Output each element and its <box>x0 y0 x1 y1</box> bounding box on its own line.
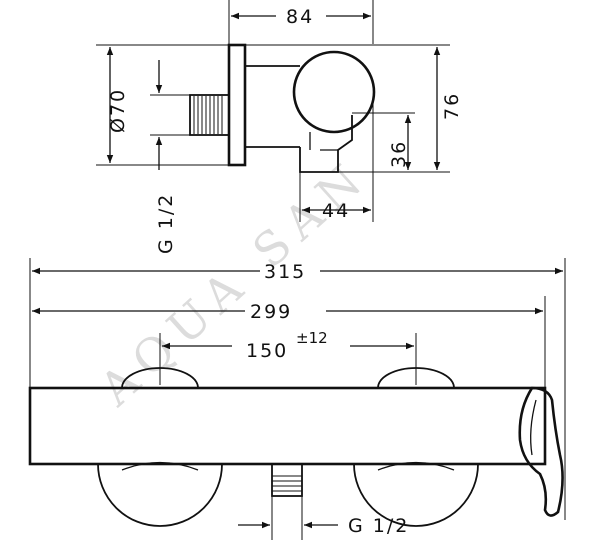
watermark-text: AQUA SAN <box>88 148 378 417</box>
dim-label-315: 315 <box>264 261 306 283</box>
lever-handle <box>518 386 564 517</box>
dim-label-tolerance: ±12 <box>296 329 328 347</box>
lever-handle-highlight <box>530 399 537 456</box>
thread-lines <box>193 96 223 134</box>
thread-label-side: G 1/2 <box>155 193 177 254</box>
front-view: 315 299 150 ±12 <box>28 258 566 540</box>
dim-label-150: 150 <box>246 340 288 362</box>
outlet-nipple <box>271 463 303 497</box>
dim-label-76: 76 <box>441 92 463 120</box>
mixer-body <box>28 386 547 466</box>
rosette-right-inner <box>377 461 455 471</box>
rosette-left-top <box>121 367 199 389</box>
dim-label-36: 36 <box>388 140 410 168</box>
lower-body <box>299 115 353 173</box>
side-view: 84 Ø70 G 1/2 <box>96 0 463 254</box>
rosette-left-inner <box>121 461 199 471</box>
rosette-right-top <box>377 367 455 389</box>
dim-label-44: 44 <box>322 200 350 222</box>
dim-label-diameter: Ø70 <box>107 88 129 133</box>
handle-circle <box>292 50 376 134</box>
thread-label-front: G 1/2 <box>348 515 409 537</box>
lower-body-detail <box>309 132 338 151</box>
dim-label-84: 84 <box>286 6 314 28</box>
outlet-thread-lines <box>272 475 302 492</box>
rosette-left <box>97 463 223 527</box>
wall-plate <box>227 43 247 167</box>
rosette-right <box>353 463 479 527</box>
dim-label-299: 299 <box>250 301 292 323</box>
thread-stub <box>189 94 230 136</box>
